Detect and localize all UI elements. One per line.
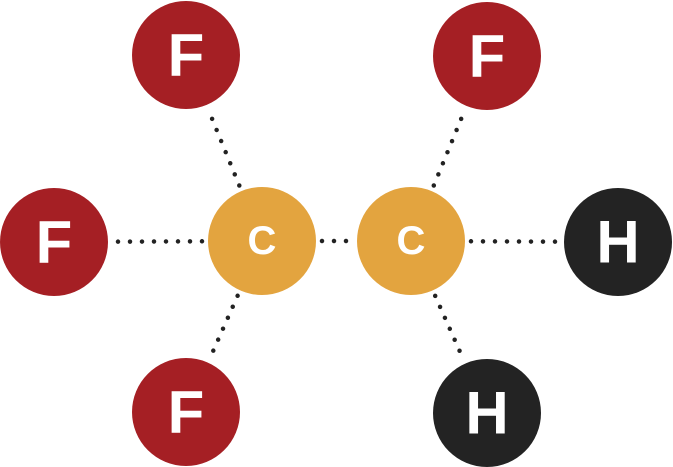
atom-circle-c-right — [357, 187, 465, 295]
atom-f-bottom-left: F — [132, 358, 240, 466]
bond-c-left-f-bottom-left — [208, 293, 240, 360]
atom-c-right: C — [357, 187, 465, 295]
atom-circle-f-top-right — [433, 2, 541, 110]
atom-circle-f-left — [0, 188, 108, 296]
atom-h-bottom-right: H — [433, 359, 541, 467]
atom-circle-c-left — [208, 187, 316, 295]
atom-h-right: H — [564, 188, 672, 296]
bond-c-right-h-bottom-right — [432, 293, 466, 361]
atom-label-c-left: C — [248, 219, 277, 263]
atom-label-h-bottom-right: H — [465, 380, 508, 447]
atom-label-f-top-right: F — [469, 23, 506, 90]
atom-circle-f-bottom-left — [132, 358, 240, 466]
atom-c-left: C — [208, 187, 316, 295]
atom-circle-h-right — [564, 188, 672, 296]
atom-label-c-right: C — [397, 219, 426, 263]
atom-circle-h-bottom-right — [433, 359, 541, 467]
bonds-layer — [111, 108, 561, 361]
atom-label-f-bottom-left: F — [168, 379, 205, 446]
atom-f-top-right: F — [433, 2, 541, 110]
bond-c-right-f-top-right — [431, 109, 467, 188]
bond-c-left-f-top-left — [206, 108, 242, 188]
atom-label-h-right: H — [596, 209, 639, 276]
atom-f-left: F — [0, 188, 108, 296]
atom-circle-f-top-left — [132, 1, 240, 109]
atom-label-f-left: F — [36, 209, 73, 276]
atom-f-top-left: F — [132, 1, 240, 109]
atom-label-f-top-left: F — [168, 22, 205, 89]
